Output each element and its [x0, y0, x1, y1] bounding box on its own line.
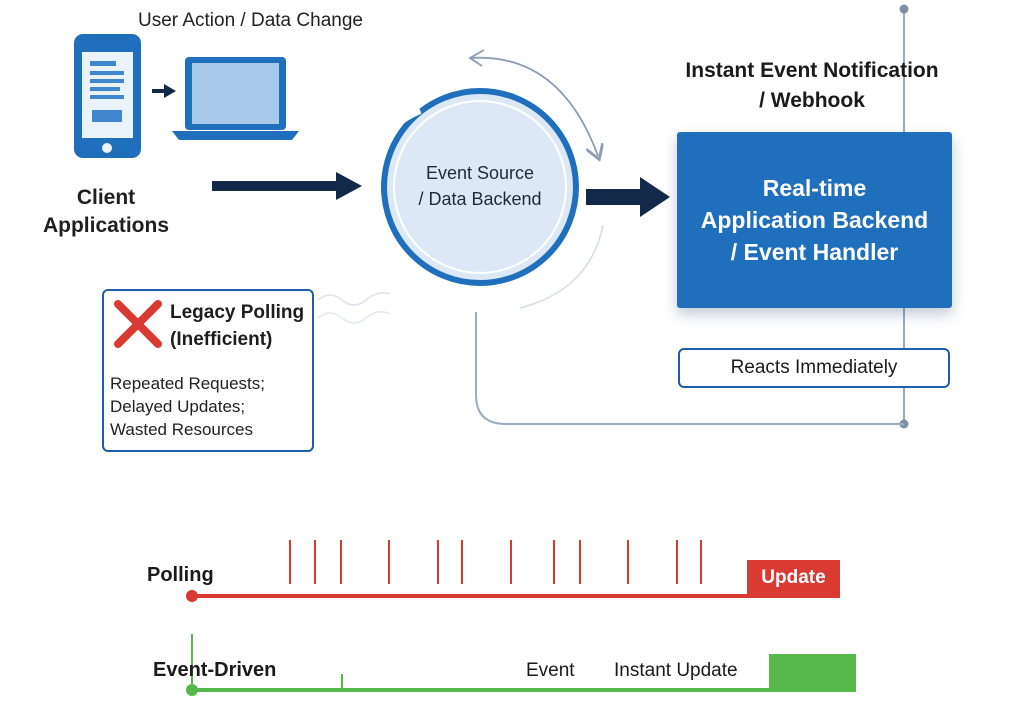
- smartphone-icon: [74, 34, 141, 158]
- polling-squiggle-1: [317, 292, 391, 306]
- client-label-line2: Applications: [42, 214, 169, 237]
- reacts-immediately-label: Reacts Immediately: [730, 357, 898, 378]
- event-source-circle-inner-ring: [393, 100, 567, 274]
- laptop-icon: [172, 57, 299, 140]
- legacy-polling-box: [102, 289, 314, 452]
- notification-line1: Instant Event Notification: [685, 59, 939, 82]
- event-source-line1: Event Source: [425, 163, 535, 183]
- event-source-circle-fill: [381, 88, 579, 286]
- polling-update-label: Update: [761, 567, 826, 588]
- polling-squiggle-2: [317, 311, 391, 324]
- realtime-line2: Application Backend: [700, 207, 929, 233]
- polling-start-dot: [186, 590, 198, 602]
- polling-update-badge: Update: [747, 560, 840, 596]
- client-label-line1: Client: [76, 186, 136, 209]
- realtime-backend-box: Real-time Application Backend / Event Ha…: [677, 132, 952, 308]
- polling-request-ticks: [289, 540, 702, 584]
- instant-update-label: Instant Update: [614, 660, 738, 681]
- event-driven-label: Event-Driven: [153, 659, 277, 681]
- legacy-detail-2: Delayed Updates;: [110, 397, 246, 416]
- legacy-detail-1: Repeated Requests;: [110, 374, 265, 393]
- realtime-line3: / Event Handler: [730, 239, 899, 265]
- event-source-ring-gap: [397, 106, 422, 125]
- notification-title: Instant Event Notification / Webhook: [662, 56, 962, 116]
- faint-return-arc: [519, 224, 604, 309]
- refresh-arc-icon: [469, 56, 598, 156]
- arrow-phone-to-laptop: [152, 84, 176, 98]
- event-driven-start-dot: [186, 684, 198, 696]
- polling-timeline: [186, 540, 840, 602]
- arrow-client-to-source: [212, 172, 362, 200]
- polling-label: Polling: [147, 564, 214, 586]
- event-source-line2: / Data Backend: [418, 189, 542, 209]
- legacy-polling-title: Legacy Polling (Inefficient): [170, 299, 304, 353]
- event-source-label: Event Source / Data Backend: [395, 160, 565, 212]
- notification-line2: / Webhook: [759, 89, 865, 112]
- arrow-source-to-realtime: [586, 177, 670, 217]
- legacy-detail-3: Wasted Resources: [110, 420, 253, 439]
- top-caption: User Action / Data Change: [138, 10, 363, 31]
- event-label: Event: [526, 660, 575, 681]
- x-icon: [114, 300, 162, 348]
- connector-dot-top: [899, 4, 909, 14]
- realtime-line1: Real-time: [762, 175, 867, 201]
- client-applications-label: Client Applications: [36, 184, 176, 240]
- feedback-loop-connector: [475, 312, 904, 425]
- reacts-immediately-box: Reacts Immediately: [678, 348, 950, 388]
- refresh-arc-start-icon: [468, 49, 485, 67]
- realtime-backend-label: Real-time Application Backend / Event Ha…: [677, 172, 952, 268]
- legacy-polling-details: Repeated Requests; Delayed Updates; Wast…: [110, 372, 265, 441]
- legacy-title-line2: (Inefficient): [170, 329, 273, 350]
- legacy-title-line1: Legacy Polling: [170, 302, 305, 323]
- instant-update-block: [769, 654, 856, 692]
- event-driven-timeline: [186, 634, 856, 696]
